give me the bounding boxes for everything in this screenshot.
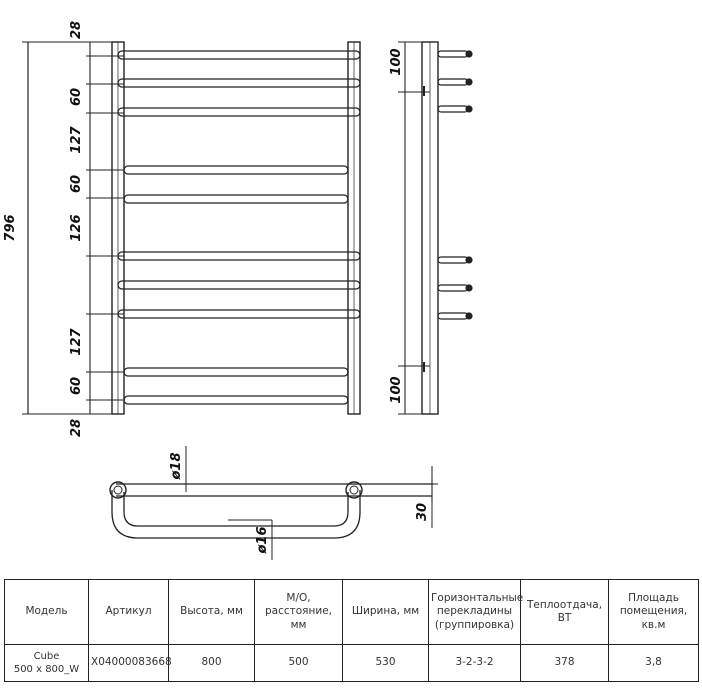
- header-width: Ширина, мм: [342, 579, 429, 645]
- header-bars-line3: (группировка): [434, 618, 515, 631]
- header-area-line3: кв.м: [641, 618, 666, 631]
- header-spacing-line1: М/О,: [286, 592, 311, 605]
- header-model: Модель: [4, 579, 89, 645]
- cell-article: X04000083668: [88, 644, 172, 682]
- header-article: Артикул: [88, 579, 169, 645]
- header-bars-line2: перекладины: [436, 605, 513, 618]
- dim-plan-tube: ø18: [169, 452, 184, 480]
- plan-view: [109, 446, 438, 560]
- cell-model: Cube 500 x 800_W: [4, 644, 89, 682]
- front-view: [22, 41, 361, 415]
- cell-width: 530: [342, 644, 429, 682]
- header-area: Площадь помещения, кв.м: [608, 579, 699, 645]
- header-bars-line1: Горизонтальные: [431, 592, 524, 605]
- dim-total-height: 796: [3, 214, 18, 241]
- dim-front-127a: 127: [69, 125, 84, 153]
- dim-plan-depth: 30: [415, 503, 430, 521]
- header-heat: Теплоотдача, ВТ: [520, 579, 609, 645]
- side-view: [398, 41, 473, 415]
- cell-model-line1: Cube: [33, 651, 60, 662]
- spec-table: Модель Артикул Высота, мм М/О, расстояни…: [4, 579, 699, 682]
- dim-front-127b: 127: [69, 327, 84, 355]
- technical-drawing: 796 28 60 127 60 126 127 60 28: [3, 21, 473, 560]
- header-height: Высота, мм: [168, 579, 255, 645]
- header-spacing-line3: мм: [290, 618, 307, 631]
- dim-front-126: 126: [69, 214, 84, 241]
- dim-front-60c: 60: [69, 377, 84, 395]
- dim-side-top: 100: [389, 48, 404, 75]
- header-area-line2: помещения,: [619, 605, 688, 618]
- cell-height: 800: [168, 644, 255, 682]
- table-header-row: Модель Артикул Высота, мм М/О, расстояни…: [4, 579, 699, 645]
- header-spacing-line2: расстояние,: [265, 605, 332, 618]
- cell-spacing: 500: [254, 644, 343, 682]
- dim-plan-bar: ø16: [255, 526, 270, 554]
- cell-model-line2: 500 x 800_W: [13, 664, 80, 675]
- cell-bars: 3-2-3-2: [428, 644, 521, 682]
- dim-front-bottom: 28: [69, 419, 84, 437]
- header-area-line1: Площадь: [628, 592, 679, 605]
- dim-front-60b: 60: [69, 175, 84, 193]
- dim-front-top: 28: [69, 21, 84, 39]
- header-bars: Горизонтальные перекладины (группировка): [428, 579, 524, 645]
- cell-area: 3,8: [608, 644, 699, 682]
- table-row: Cube 500 x 800_W X04000083668 800 500 53…: [4, 644, 699, 682]
- cell-heat: 378: [520, 644, 609, 682]
- header-spacing: М/О, расстояние, мм: [254, 579, 343, 645]
- dim-front-60a: 60: [69, 88, 84, 106]
- dim-side-bottom: 100: [389, 376, 404, 403]
